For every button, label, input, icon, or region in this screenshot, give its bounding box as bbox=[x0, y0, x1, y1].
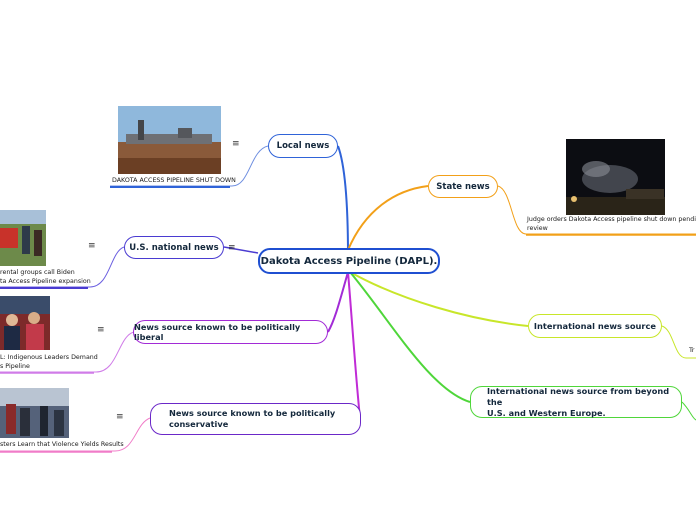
topic-international-beyond-west[interactable]: International news source from beyond th… bbox=[470, 386, 682, 418]
topic-politically-liberal[interactable]: News source known to be politically libe… bbox=[133, 320, 328, 344]
liberal-news-caption-line2[interactable]: s Pipeline bbox=[0, 363, 30, 370]
topic-state-news-label: State news bbox=[436, 181, 490, 192]
notes-icon[interactable]: ≡ bbox=[97, 325, 105, 335]
topic-local-news-label: Local news bbox=[276, 141, 330, 151]
connector-state bbox=[347, 185, 429, 251]
topic-politically-conservative-label-line2: conservative bbox=[169, 419, 229, 429]
topic-politically-conservative[interactable]: News source known to be politically cons… bbox=[150, 403, 361, 435]
liberal-news-caption-line1[interactable]: L: Indigenous Leaders Demand bbox=[0, 354, 98, 361]
connector-local bbox=[337, 145, 349, 257]
topic-international-beyond-west-label-line2: U.S. and Western Europe. bbox=[487, 407, 606, 418]
topic-politically-liberal-label: News source known to be politically libe… bbox=[134, 322, 301, 342]
central-topic-label: Dakota Access Pipeline (DAPL). bbox=[260, 255, 438, 267]
local-news-caption[interactable]: DAKOTA ACCESS PIPELINE SHUT DOWN bbox=[112, 177, 236, 184]
topic-international-news-label: International news source bbox=[533, 321, 657, 331]
notes-icon[interactable]: ≡ bbox=[116, 412, 124, 422]
notes-icon[interactable]: ≡ bbox=[232, 139, 240, 149]
connector-liberal bbox=[327, 271, 349, 333]
topic-us-national-news[interactable]: U.S. national news bbox=[124, 236, 224, 259]
connector-international bbox=[349, 271, 529, 327]
topic-international-beyond-west-label-line1: International news source from beyond th… bbox=[487, 385, 670, 407]
national-news-caption-line1[interactable]: rental groups call Biden bbox=[0, 269, 75, 276]
local-news-image[interactable] bbox=[118, 106, 221, 174]
connector-conservative bbox=[347, 271, 361, 419]
notes-icon[interactable]: ≡ bbox=[228, 243, 236, 253]
state-news-image[interactable] bbox=[566, 139, 665, 215]
topic-us-national-news-label: U.S. national news bbox=[129, 242, 219, 253]
notes-icon[interactable]: ≡ bbox=[88, 241, 96, 251]
state-news-caption-line2[interactable]: review bbox=[527, 225, 548, 232]
topic-international-news[interactable]: International news source bbox=[528, 314, 662, 338]
connector-national bbox=[223, 246, 259, 254]
connector-beyond bbox=[349, 271, 471, 403]
international-news-caption[interactable]: Tr bbox=[689, 347, 695, 354]
topic-local-news[interactable]: Local news bbox=[268, 134, 338, 158]
liberal-news-image[interactable] bbox=[0, 296, 50, 350]
topic-state-news[interactable]: State news bbox=[428, 175, 498, 198]
topic-politically-conservative-label-line1: News source known to be politically bbox=[169, 408, 336, 418]
conservative-news-caption[interactable]: sters Learn that Violence Yields Results bbox=[0, 441, 124, 448]
central-topic[interactable]: Dakota Access Pipeline (DAPL). bbox=[258, 248, 440, 274]
national-news-caption-line2[interactable]: ta Access Pipeline expansion bbox=[0, 278, 91, 285]
national-news-image[interactable] bbox=[0, 210, 46, 266]
conservative-news-image[interactable] bbox=[0, 388, 69, 438]
state-news-caption-line1[interactable]: Judge orders Dakota Access pipeline shut… bbox=[527, 216, 696, 223]
